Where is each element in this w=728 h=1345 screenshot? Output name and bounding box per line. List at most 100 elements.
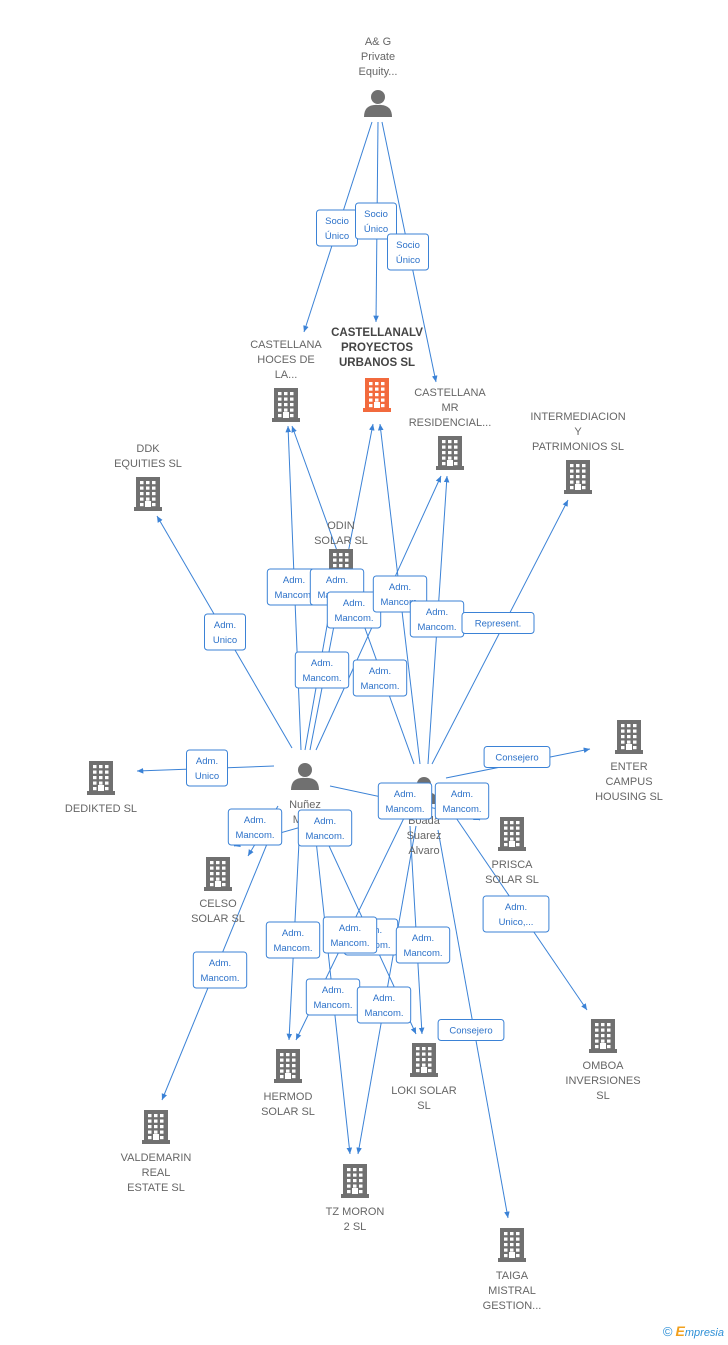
node-mr[interactable]: CASTELLANAMRRESIDENCIAL... (409, 387, 492, 470)
building-icon[interactable] (134, 477, 162, 511)
node-label-text: ESTATE SL (127, 1182, 185, 1194)
relation-label-text: Socio (396, 240, 420, 251)
relation-label-text: Mancom. (313, 1000, 352, 1011)
building-icon[interactable] (498, 817, 526, 851)
relation-label-text: Único (396, 255, 420, 266)
relation-label-nunez-to-ddk[interactable]: Adm.Unico (204, 613, 246, 651)
node-label-text: ODIN (327, 520, 355, 532)
relation-label-nunez-to-valdemarin[interactable]: Adm.Mancom. (192, 951, 248, 989)
node-label-text: SOLAR SL (314, 535, 368, 547)
node-label-text: 2 SL (344, 1221, 367, 1233)
node-label-text: SOLAR SL (485, 874, 539, 886)
building-icon[interactable] (615, 720, 643, 754)
relation-label-text: Adm. (326, 575, 348, 586)
building-icon[interactable] (87, 761, 115, 795)
relation-label-boada-to-hoces[interactable]: Adm.Mancom. (326, 591, 382, 629)
relation-label-boada-to-enter[interactable]: Consejero (483, 746, 551, 768)
brand-name: mpresia (684, 1327, 724, 1339)
node-label-text: CASTELLANA (250, 339, 322, 351)
node-label-text: MISTRAL (488, 1285, 536, 1297)
node-label-text: INTERMEDIACION (530, 411, 625, 423)
node-label-text: Nuñez (289, 799, 321, 811)
relation-label-nunez-to-tzmoron[interactable]: Adm.Mancom. (322, 916, 378, 954)
building-icon[interactable] (564, 460, 592, 494)
relation-label-text: Mancom. (305, 831, 344, 842)
person-icon[interactable] (291, 763, 319, 790)
node-prisca[interactable]: PRISCA SOLAR SL (485, 817, 539, 886)
node-taiga[interactable]: TAIGAMISTRALGESTION... (483, 1228, 542, 1312)
building-icon[interactable] (589, 1019, 617, 1053)
relation-label-text: Mancom. (302, 673, 341, 684)
node-label-text: A& G (365, 36, 391, 48)
relation-label-text: Adm. (394, 789, 416, 800)
relation-label-boada-to-celso[interactable]: Adm.Mancom. (297, 809, 353, 847)
relation-label-boada-to-taiga[interactable]: Consejero (437, 1019, 505, 1041)
relation-labels-layer: SocioÚnicoSocioÚnicoSocioÚnicoAdm.UnicoA… (186, 202, 551, 1041)
relation-label-boada-to-loki[interactable]: Adm.Mancom. (395, 926, 451, 964)
relation-label-text: Adm. (283, 575, 305, 586)
relation-label-text: Represent. (475, 619, 521, 630)
relation-label-boada-to-hermod[interactable]: Adm.Mancom. (305, 978, 361, 1016)
relation-label-nunez-to-celso[interactable]: Adm. Mancom. (227, 808, 283, 846)
building-icon[interactable] (498, 1228, 526, 1262)
relation-label-text: Mancom. (385, 804, 424, 815)
node-label-text: Private (361, 51, 395, 63)
relation-label-boada-to-omboa[interactable]: Adm. Unico,... (482, 895, 550, 933)
node-dedikted[interactable]: DEDIKTED SL (65, 761, 137, 815)
relation-label-text: Adm. (373, 993, 395, 1004)
node-label-text: MR (441, 402, 458, 414)
relation-label-text: Mancom. (273, 943, 312, 954)
relation-label-text: Único (325, 231, 349, 242)
node-label-text: REAL (142, 1167, 171, 1179)
building-icon[interactable] (274, 1049, 302, 1083)
relation-label-text: Adm. (505, 902, 527, 913)
node-ag[interactable]: A& GPrivateEquity... (359, 36, 398, 117)
relation-label-text: Unico,... (499, 917, 534, 928)
relation-label-nunez-to-mr[interactable]: Adm.Mancom. (352, 659, 408, 697)
node-label-text: PRISCA (492, 859, 534, 871)
relation-label-text: Mancom. (235, 830, 274, 841)
node-label-text: SOLAR SL (191, 913, 245, 925)
node-label-text: OMBOA (583, 1060, 625, 1072)
relation-label-text: Adm. (426, 607, 448, 618)
relation-label-nunez-to-prisca[interactable]: Adm. Mancom. (377, 782, 433, 820)
building-icon[interactable] (341, 1164, 369, 1198)
node-label-text: SL (417, 1100, 430, 1112)
relation-label-text: Mancom. (403, 948, 442, 959)
person-icon[interactable] (364, 90, 392, 117)
relation-label-boada-to-mr[interactable]: Adm.Mancom. (409, 600, 465, 638)
relation-label-text: Socio (325, 216, 349, 227)
relation-label-boada-to-prisca[interactable]: Adm.Mancom. (434, 782, 490, 820)
building-icon[interactable] (363, 378, 391, 412)
building-icon[interactable] (410, 1043, 438, 1077)
relation-label-boada-to-tzmoron[interactable]: Adm.Mancom. (356, 986, 412, 1024)
relation-label-boada-to-intermed[interactable]: Represent. (461, 612, 535, 634)
relation-label-text: Adm. (214, 620, 236, 631)
node-label-text: Suarez (407, 830, 442, 842)
relation-label-nunez-to-hermod[interactable]: Adm. Mancom. (265, 921, 321, 959)
building-icon[interactable] (204, 857, 232, 891)
building-icon[interactable] (272, 388, 300, 422)
relation-label-nunez-to-dedikted[interactable]: Adm.Unico (186, 749, 228, 787)
relation-label-nunez-to-castellanalv[interactable]: Adm.Mancom. (294, 651, 350, 689)
building-icon[interactable] (436, 436, 464, 470)
building-icon[interactable] (142, 1110, 170, 1144)
relation-label-text: Adm. (244, 815, 266, 826)
node-label-text: CASTELLANALV (331, 327, 423, 339)
relation-label-text: Adm. (282, 928, 304, 939)
copyright-symbol: © (662, 1324, 673, 1339)
